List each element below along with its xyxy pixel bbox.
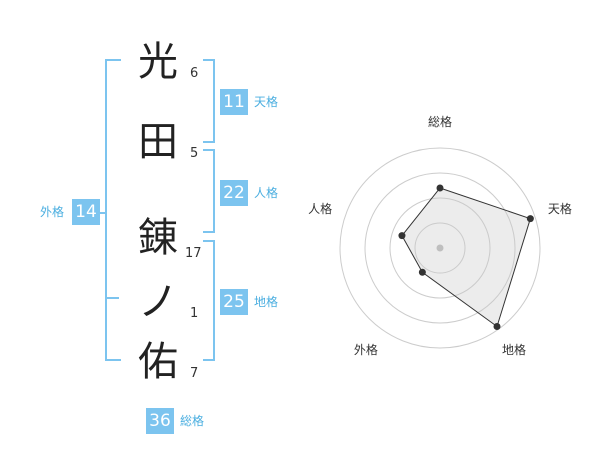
soukaku-label: 総格 (180, 414, 205, 428)
soukaku-value: 36 (146, 408, 174, 434)
radar-point-2 (526, 215, 534, 223)
name-char-1: 光 (138, 39, 178, 85)
gaikaku-bracket-tick (105, 297, 119, 299)
tenkaku-bracket (203, 59, 215, 143)
chikaku-label: 地格 (254, 295, 279, 309)
name-char-2: 田 (138, 119, 178, 165)
chikaku-bracket (203, 240, 215, 361)
radar-center-dot (436, 244, 444, 252)
radar-axis-label-4: 外格 (354, 342, 378, 357)
jinkaku-bracket (203, 149, 215, 233)
stroke-count-1: 6 (190, 66, 199, 81)
tenkaku-label: 天格 (254, 95, 279, 109)
radar-axis-label-5: 人格 (308, 201, 332, 216)
radar-ring-1 (414, 222, 466, 274)
chikaku-value: 25 (220, 289, 248, 315)
radar-axis-label-2: 天格 (548, 201, 572, 216)
stroke-count-4: 1 (190, 306, 199, 321)
stroke-count-3: 17 (185, 246, 202, 261)
radar-point-3 (493, 322, 501, 330)
radar-point-4 (418, 268, 426, 276)
radar-axis-label-3: 地格 (502, 342, 526, 357)
tenkaku-value: 11 (220, 89, 248, 115)
radar-ring-2 (389, 197, 491, 299)
stroke-count-5: 7 (190, 366, 199, 381)
stroke-count-2: 5 (190, 146, 199, 161)
jinkaku-label: 人格 (254, 186, 279, 200)
radar-area (401, 187, 531, 328)
gaikaku-label: 外格 (40, 205, 65, 219)
radar-point-1 (436, 184, 444, 192)
name-char-5: 佑 (138, 339, 178, 385)
radar-ring-4 (339, 147, 541, 349)
jinkaku-value: 22 (220, 180, 248, 206)
name-char-3: 錬 (138, 215, 178, 261)
radar-point-5 (398, 232, 406, 240)
gaikaku-bracket (105, 59, 121, 361)
radar-axis-label-1: 総格 (428, 114, 452, 129)
gaikaku-value: 14 (72, 199, 100, 225)
radar-ring-3 (364, 172, 516, 324)
name-char-4: ノ (138, 279, 178, 325)
